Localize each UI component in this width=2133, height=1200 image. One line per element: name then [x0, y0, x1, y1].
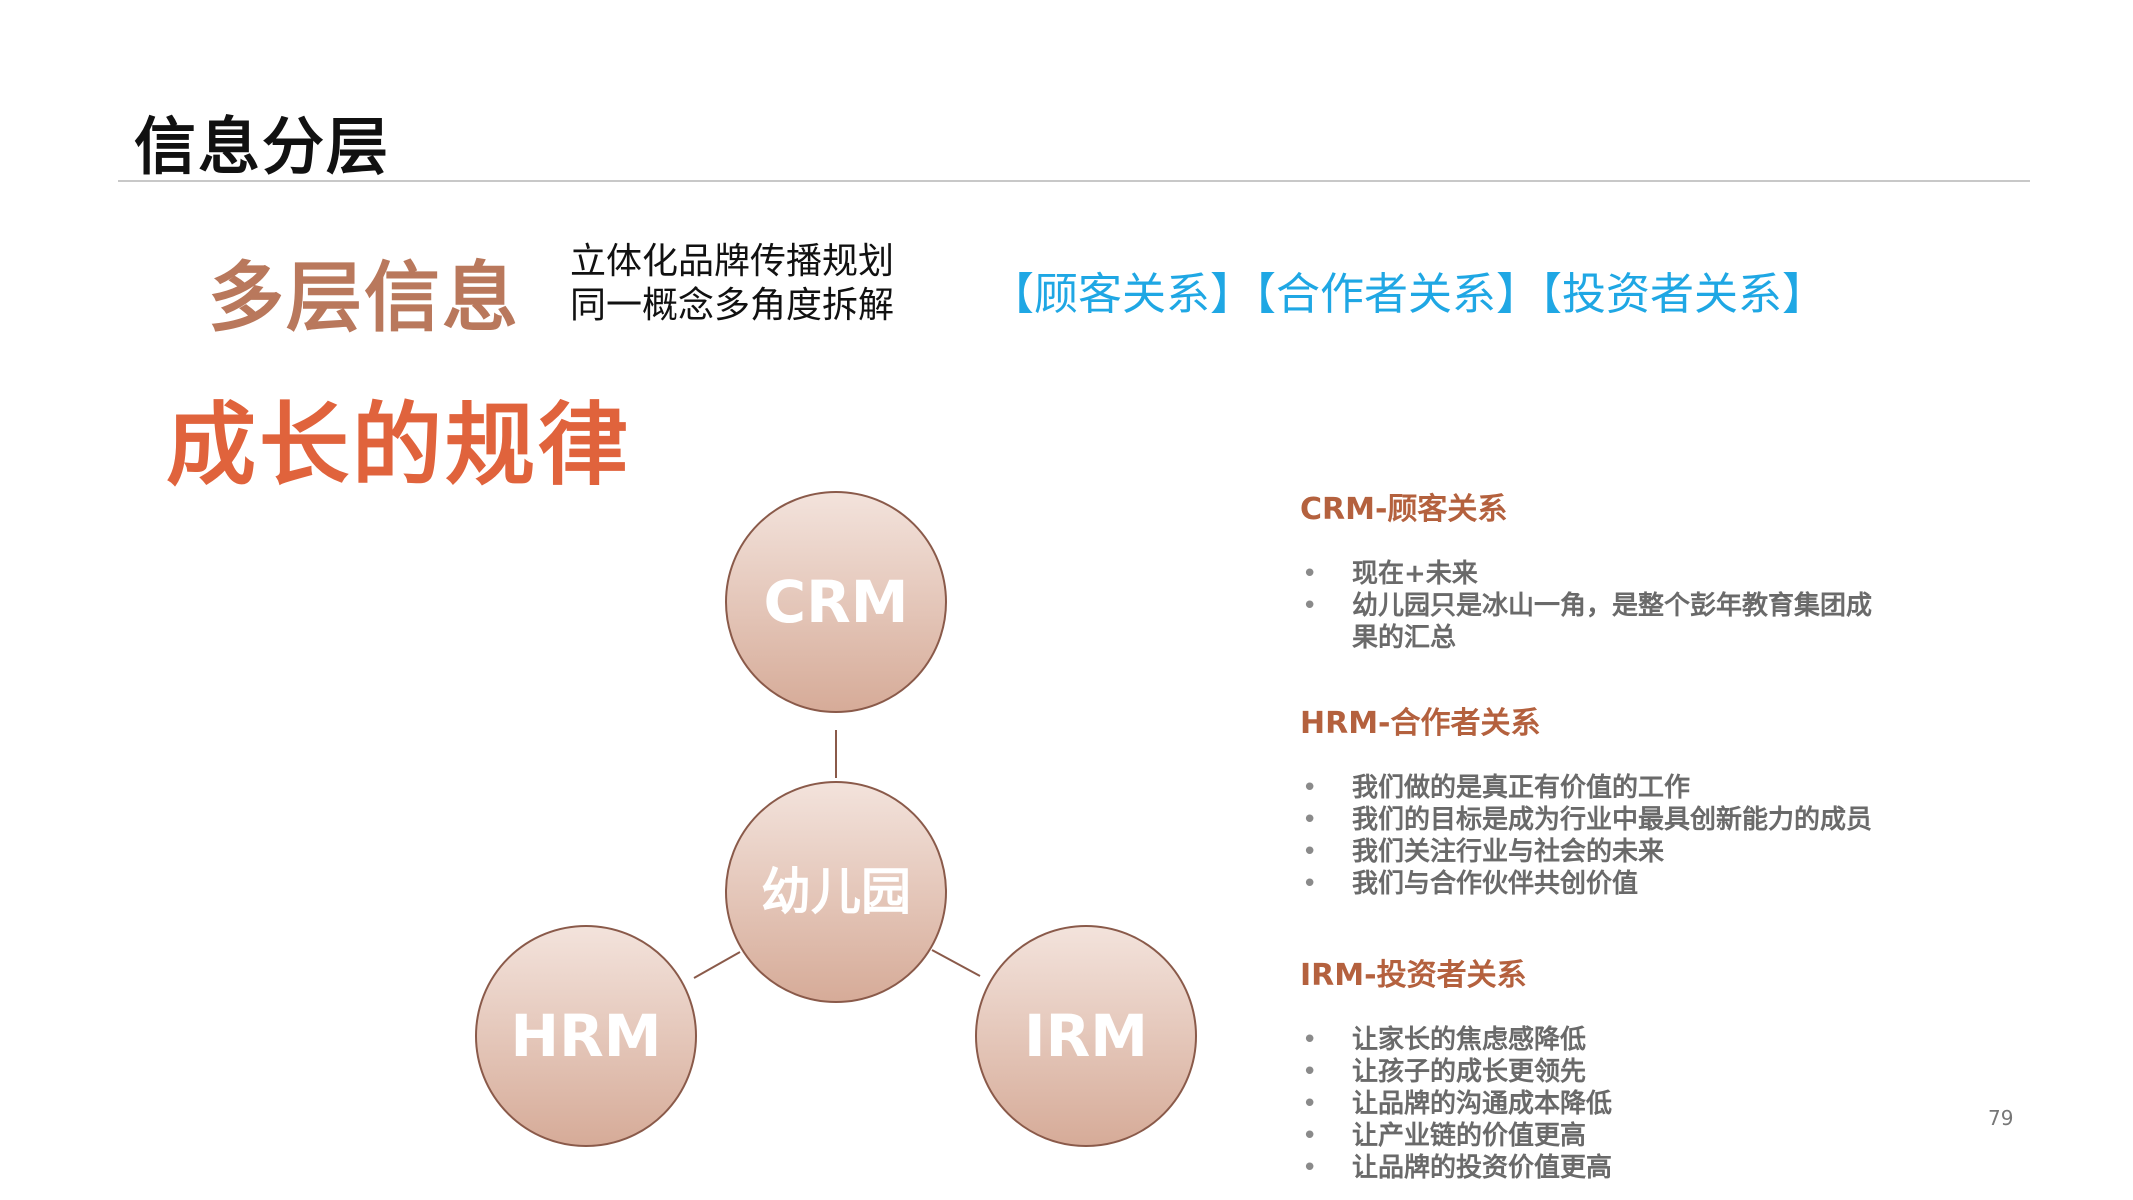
list-item: 让品牌的沟通成本降低	[1300, 1088, 1940, 1120]
node-center: 幼儿园	[725, 781, 947, 1003]
panel-hrm: HRM-合作者关系 我们做的是真正有价值的工作 我们的目标是成为行业中最具创新能…	[1300, 698, 1940, 900]
list-item: 让产业链的价值更高	[1300, 1120, 1940, 1152]
node-hrm-label: HRM	[511, 1002, 662, 1070]
title-divider	[118, 180, 2030, 182]
panel-crm-heading: CRM-顾客关系	[1300, 492, 1508, 527]
list-item: 我们与合作伙伴共创价值	[1300, 868, 1940, 900]
list-item: 让家长的焦虑感降低	[1300, 1024, 1940, 1056]
node-crm: CRM	[725, 491, 947, 713]
list-item: 我们关注行业与社会的未来	[1300, 836, 1940, 868]
node-hrm: HRM	[475, 925, 697, 1147]
page-number: 79	[1988, 1106, 2014, 1130]
planning-text: 立体化品牌传播规划 同一概念多角度拆解	[570, 240, 894, 328]
panel-crm-list: 现在+未来 幼儿园只是冰山一角，是整个彭年教育集团成果的汇总	[1300, 558, 1940, 654]
panel-irm-list: 让家长的焦虑感降低 让孩子的成长更领先 让品牌的沟通成本降低 让产业链的价值更高…	[1300, 1024, 1940, 1184]
node-center-label: 幼儿园	[761, 863, 911, 921]
list-item: 我们的目标是成为行业中最具创新能力的成员	[1300, 804, 1940, 836]
panel-hrm-heading: HRM-合作者关系	[1300, 706, 1541, 741]
panel-crm: CRM-顾客关系 现在+未来 幼儿园只是冰山一角，是整个彭年教育集团成果的汇总	[1300, 484, 1940, 654]
list-item: 让品牌的投资价值更高	[1300, 1152, 1940, 1184]
panel-irm: IRM-投资者关系 让家长的焦虑感降低 让孩子的成长更领先 让品牌的沟通成本降低…	[1300, 950, 1940, 1184]
connector-irm	[931, 949, 981, 977]
list-item: 幼儿园只是冰山一角，是整个彭年教育集团成果的汇总	[1300, 590, 1872, 654]
node-crm-label: CRM	[764, 568, 909, 636]
list-item: 让孩子的成长更领先	[1300, 1056, 1940, 1088]
relations-list: 【顾客关系】【合作者关系】【投资者关系】	[990, 269, 1826, 320]
node-irm: IRM	[975, 925, 1197, 1147]
list-item: 我们做的是真正有价值的工作	[1300, 772, 1940, 804]
growth-heading: 成长的规律	[166, 393, 631, 498]
panel-irm-heading: IRM-投资者关系	[1300, 958, 1527, 993]
slide-title: 信息分层	[134, 110, 391, 183]
node-irm-label: IRM	[1024, 1002, 1148, 1070]
connector-hrm	[693, 951, 741, 979]
multi-layer-heading: 多层信息	[208, 253, 520, 342]
planning-line-2: 同一概念多角度拆解	[570, 285, 895, 326]
panel-hrm-list: 我们做的是真正有价值的工作 我们的目标是成为行业中最具创新能力的成员 我们关注行…	[1300, 772, 1940, 900]
planning-line-1: 立体化品牌传播规划	[570, 241, 895, 282]
list-item: 现在+未来	[1300, 558, 1940, 590]
